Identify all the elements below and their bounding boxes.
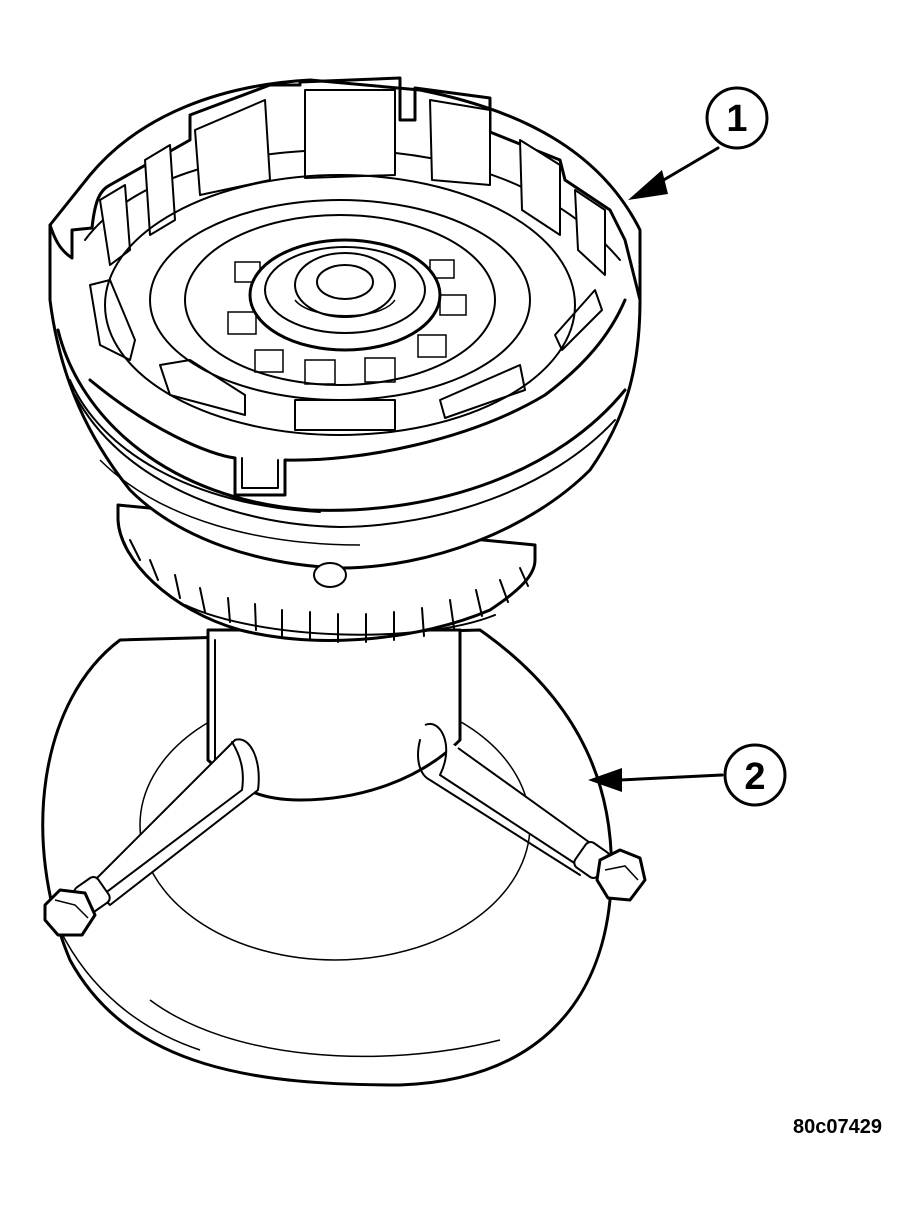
drum-tabs (89, 89, 606, 431)
figure-id: 80c07429 (793, 1116, 882, 1138)
callout-1-number: 1 (726, 98, 747, 140)
callout-2: 2 (588, 743, 787, 807)
hub-spline-teeth (129, 539, 529, 643)
callout-2-arrow (618, 773, 724, 782)
clutch-drum (48, 76, 642, 643)
holding-fixture (41, 628, 647, 1087)
callout-1: 1 (628, 86, 769, 200)
callout-2-number: 2 (744, 756, 765, 798)
